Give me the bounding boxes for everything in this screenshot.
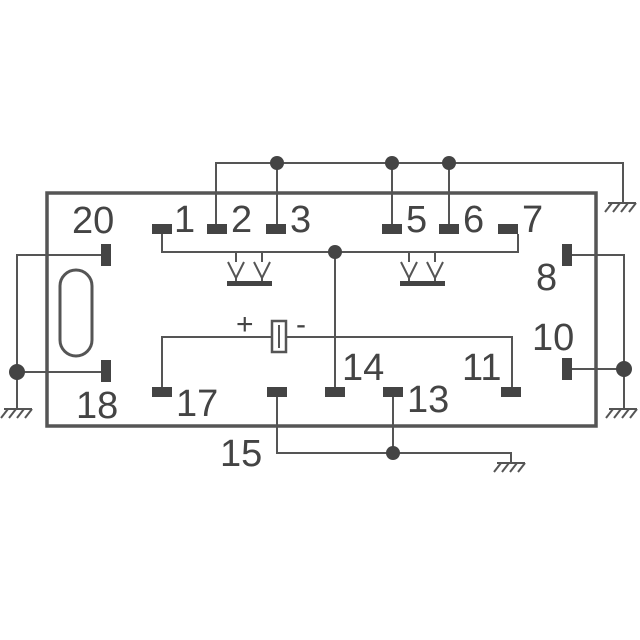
- junction-dot-icon: [442, 156, 456, 170]
- pin-6-pad: [439, 224, 459, 234]
- pin-8-label: 8: [536, 257, 557, 299]
- ground-icon: [0, 408, 33, 419]
- right-wiring: [572, 254, 632, 408]
- pin-17-label: 17: [176, 383, 218, 425]
- pin-5-pad: [382, 224, 402, 234]
- bottom-wiring: [276, 397, 512, 462]
- coil-plus-label: +: [236, 308, 254, 341]
- top-bus: [215, 156, 624, 228]
- contact-wiring: [161, 234, 519, 390]
- junction-dot-icon: [616, 361, 632, 377]
- junction-dot-icon: [386, 446, 400, 460]
- pin-5-label: 5: [406, 199, 427, 241]
- pin-7-label: 7: [522, 199, 543, 241]
- pin-8-pad: [562, 244, 572, 266]
- pin-3-label: 3: [290, 199, 311, 241]
- junction-dot-icon: [328, 245, 342, 259]
- ground-icon: [604, 202, 637, 213]
- pin-6-label: 6: [463, 199, 484, 241]
- pin-15-label: 15: [220, 433, 262, 475]
- pin-7-pad: [498, 224, 518, 234]
- pin-13-pad: [383, 387, 403, 397]
- pin-18-label: 18: [76, 385, 118, 427]
- ground-icon: [493, 462, 526, 473]
- pin-10-pad: [562, 358, 572, 380]
- diode-icon: [400, 252, 445, 286]
- junction-dot-icon: [270, 156, 284, 170]
- pin-10-label: 10: [532, 317, 574, 359]
- pin-20-pad: [101, 244, 111, 266]
- pin-20-label: 20: [72, 200, 114, 242]
- pin-13-label: 13: [407, 379, 449, 421]
- pin-11-pad: [501, 387, 521, 397]
- coil-minus-label: -: [296, 308, 306, 341]
- pin-14-label: 14: [342, 347, 384, 389]
- pin-18-pad: [101, 360, 111, 382]
- slot-outline: [58, 268, 94, 358]
- junction-dot-icon: [385, 156, 399, 170]
- pin-14-pad: [325, 387, 345, 397]
- pin-15-pad: [267, 387, 287, 397]
- pin-3-pad: [266, 224, 286, 234]
- ground-icon: [605, 408, 638, 419]
- pin-2-pad: [207, 224, 227, 234]
- left-wiring: [9, 254, 101, 408]
- pin-1-pad: [152, 224, 172, 234]
- pin-2-label: 2: [231, 199, 252, 241]
- pin-17-pad: [152, 387, 172, 397]
- relay-coil-icon: [161, 319, 513, 390]
- pin-11-label: 11: [462, 347, 501, 389]
- diode-icon: [227, 252, 272, 286]
- junction-dot-icon: [9, 364, 25, 380]
- package-outline: [45, 191, 598, 428]
- pin-1-label: 1: [174, 199, 195, 241]
